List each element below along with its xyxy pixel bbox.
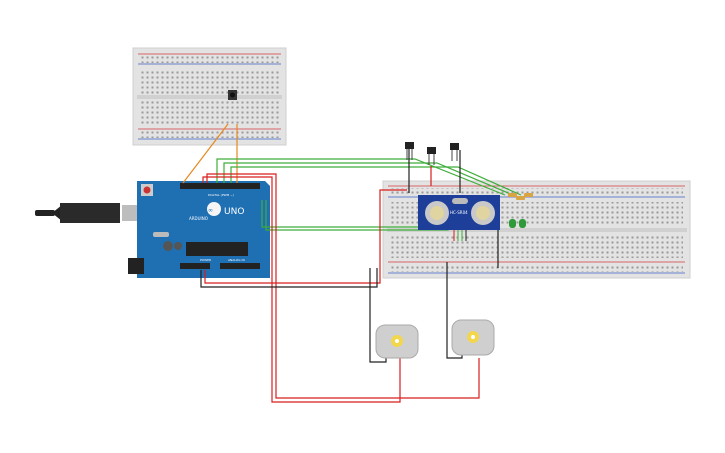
pushbutton-icon[interactable] xyxy=(228,90,237,100)
dc-jack xyxy=(128,258,144,274)
usb-cable-icon xyxy=(35,203,152,223)
svg-text:∞: ∞ xyxy=(208,207,213,214)
atmega-chip xyxy=(186,242,248,256)
wire-green xyxy=(230,166,522,196)
sensor-model-label: HC-SR04 xyxy=(450,210,468,215)
led-icon[interactable] xyxy=(509,219,516,228)
resistor-icon[interactable] xyxy=(508,193,517,197)
transistor-icon[interactable] xyxy=(450,143,459,161)
wire-black xyxy=(446,262,463,359)
capacitor xyxy=(174,242,182,250)
resistor-icon[interactable] xyxy=(524,193,533,197)
wire-orange xyxy=(182,123,229,184)
led-icon[interactable] xyxy=(519,219,526,228)
small-breadboard[interactable] xyxy=(132,47,287,146)
arduino-uno-board[interactable]: ∞ UNO ARDUINO DIGITAL (PWM ~) POWER ANAL… xyxy=(128,181,270,278)
transistor-icon[interactable] xyxy=(427,147,436,165)
arduino-maker-label: ARDUINO xyxy=(189,216,208,221)
ultrasonic-sensor-icon[interactable]: HC-SR04 xyxy=(418,195,500,241)
wire-green xyxy=(223,162,514,196)
digital-header xyxy=(180,183,260,189)
crystal xyxy=(153,232,169,237)
resistor-icon[interactable] xyxy=(516,196,525,200)
wire-red xyxy=(204,189,407,284)
analog-header xyxy=(220,263,260,269)
wire-red xyxy=(202,176,401,403)
arduino-brand-label: UNO xyxy=(224,207,244,217)
dc-motor-icon[interactable] xyxy=(375,324,419,359)
analog-label: ANALOG IN xyxy=(228,258,245,262)
power-label: POWER xyxy=(200,258,211,262)
dc-motor-icon[interactable] xyxy=(451,319,495,356)
capacitor xyxy=(163,241,173,251)
transistor-icon[interactable] xyxy=(405,142,414,160)
wire-black xyxy=(200,268,378,288)
wire-red xyxy=(206,173,480,399)
power-header xyxy=(180,263,210,269)
digital-label: DIGITAL (PWM ~) xyxy=(208,193,234,197)
